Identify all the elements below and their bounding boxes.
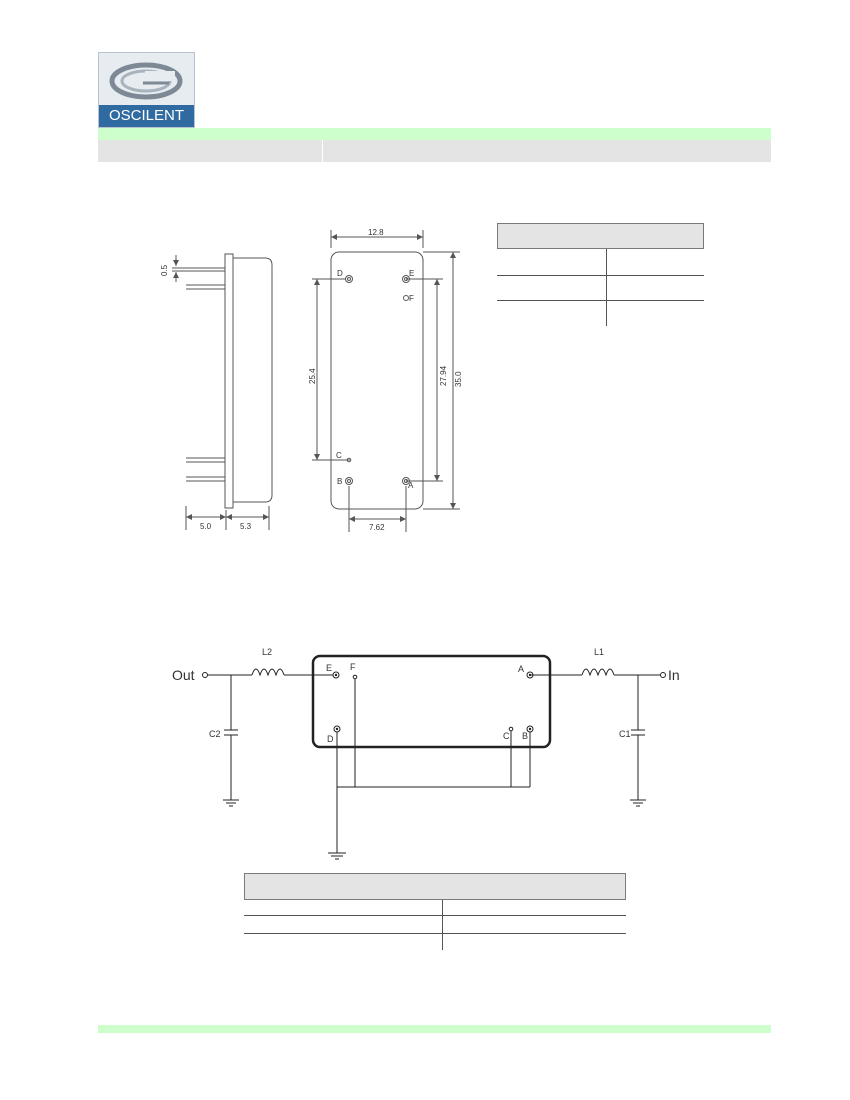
side-view-body bbox=[233, 257, 273, 503]
pin-d-hole bbox=[345, 275, 353, 283]
mechanical-drawing: 0.5 5.0 5.3 12.8 25.4 27.94 35.0 7.62 D … bbox=[160, 228, 463, 532]
dim-pin-span-bottom: 7.62 bbox=[369, 523, 385, 532]
pin-label-a: A bbox=[408, 481, 414, 490]
in-terminal bbox=[660, 672, 666, 678]
sch-pin-d-label: D bbox=[327, 734, 334, 744]
pin-a-hole bbox=[402, 477, 410, 485]
filter-table-row-line bbox=[244, 933, 626, 934]
sch-pin-f bbox=[352, 674, 358, 680]
converter-module-outline bbox=[311, 654, 552, 749]
pin-label-b: B bbox=[337, 477, 342, 486]
pin-label-c: C bbox=[336, 451, 342, 460]
inductor-l2 bbox=[251, 668, 285, 677]
pin-e-hole bbox=[402, 275, 410, 283]
l1-label: L1 bbox=[594, 647, 604, 657]
pin-label-e: E bbox=[409, 269, 414, 278]
dim-length: 35.0 bbox=[454, 371, 463, 387]
l2-label: L2 bbox=[262, 647, 272, 657]
dim-depth-a: 5.0 bbox=[200, 522, 212, 531]
pin-f-hole bbox=[403, 295, 409, 301]
dim-pin-span-right: 27.94 bbox=[439, 365, 448, 386]
sch-pin-a bbox=[526, 671, 534, 679]
dim-width: 12.8 bbox=[368, 228, 384, 237]
pin-table-row-line bbox=[497, 300, 704, 301]
dim-depth-b: 5.3 bbox=[240, 522, 252, 531]
company-logo: OSCILENT bbox=[98, 52, 195, 128]
sch-pin-b-label: B bbox=[522, 731, 528, 741]
sch-pin-f-label: F bbox=[350, 662, 356, 672]
filter-table-column-line bbox=[442, 900, 443, 950]
dim-pin-span-vertical: 25.4 bbox=[308, 368, 317, 384]
out-label: Out bbox=[172, 667, 195, 683]
pin-label-d: D bbox=[337, 269, 343, 278]
filter-table-row-line bbox=[244, 915, 626, 916]
filter-table-header bbox=[244, 873, 626, 900]
sch-pin-c-label: C bbox=[503, 731, 510, 741]
filter-schematic: Out In L2 L1 C2 C1 E F A D C B bbox=[172, 647, 680, 860]
sch-pin-e bbox=[332, 671, 340, 679]
pin-table-column-line bbox=[606, 249, 607, 326]
sch-pin-c bbox=[508, 726, 514, 732]
pin-label-f: F bbox=[409, 294, 414, 303]
sch-pin-e-label: E bbox=[326, 663, 332, 673]
sch-pin-a-label: A bbox=[518, 664, 524, 674]
footer-green-band bbox=[98, 1025, 771, 1033]
in-label: In bbox=[668, 667, 680, 683]
logo-wordmark: OSCILENT bbox=[99, 105, 194, 127]
pin-table-header bbox=[497, 223, 704, 249]
c2-label: C2 bbox=[209, 729, 221, 739]
header-gray-band bbox=[98, 140, 771, 162]
c1-label: C1 bbox=[619, 729, 631, 739]
out-terminal bbox=[202, 672, 208, 678]
pin-b-hole bbox=[345, 477, 353, 485]
side-view-base bbox=[224, 253, 234, 509]
dim-pin-length: 0.5 bbox=[160, 264, 169, 276]
pin-table-row-line bbox=[497, 275, 704, 276]
logo-swoosh-icon bbox=[109, 62, 183, 100]
top-view-body bbox=[330, 251, 424, 510]
inductor-l1 bbox=[581, 668, 615, 677]
header-green-band bbox=[98, 128, 771, 140]
pin-c-hole bbox=[346, 457, 352, 463]
